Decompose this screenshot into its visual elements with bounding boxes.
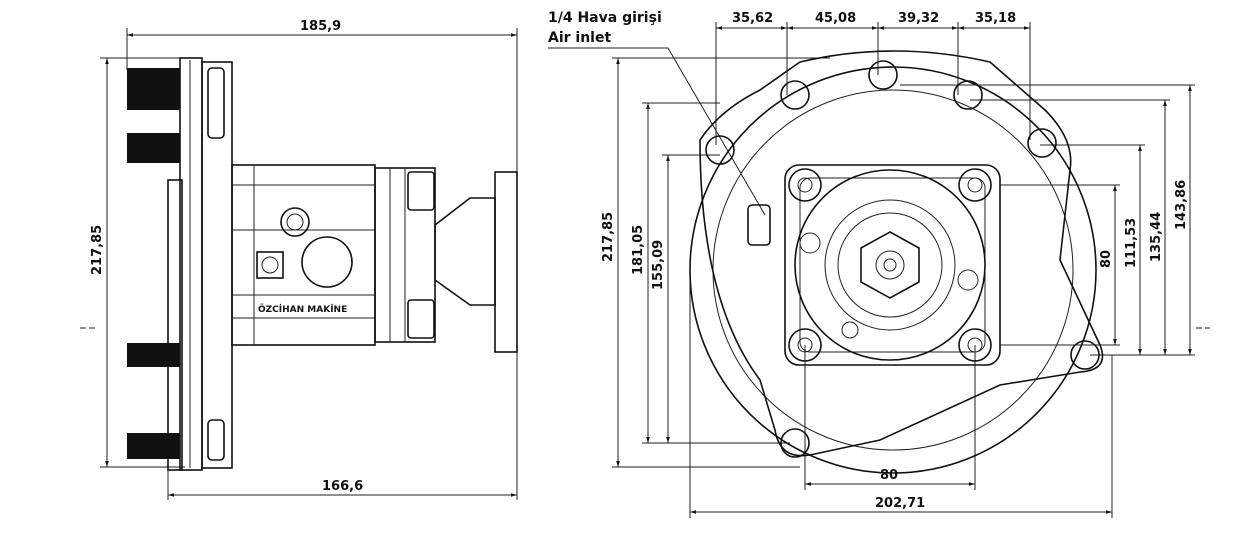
side-view: 185,9 217,85 166,6 ÖZCİHAN MAKİNE [90, 19, 518, 500]
dim-top-2: 45,08 [815, 11, 856, 26]
dim-body-length: 166,6 [322, 479, 363, 494]
square-plate [784, 164, 1001, 366]
flange-holes [705, 60, 1100, 458]
air-inlet-note-tr: 1/4 Hava girişi [548, 10, 662, 26]
dim-left-2: 181,05 [631, 225, 646, 275]
dim-left-3: 155,09 [651, 240, 666, 290]
bolt-hole [868, 60, 898, 90]
bolt-hole [1070, 340, 1100, 370]
air-inlet-note-en: Air inlet [548, 30, 611, 46]
housing-outline [689, 66, 1097, 474]
stud-bolt [127, 343, 180, 367]
coupling-cone [434, 197, 496, 306]
dim-right-3: 135,44 [1149, 212, 1164, 262]
hex-nut [407, 171, 435, 211]
leader-line [548, 47, 766, 216]
dim-top-1: 35,62 [732, 11, 773, 26]
dim-top-3: 39,32 [898, 11, 939, 26]
dim-right-1: 80 [1099, 250, 1114, 268]
stud-bolt [127, 133, 180, 163]
air-fitting [280, 207, 310, 237]
dim-left-1: 217,85 [601, 212, 616, 262]
stud-bolt [127, 433, 180, 459]
dim-top-4: 35,18 [975, 11, 1016, 26]
bolt-hole [1027, 128, 1057, 158]
dim-overall-length: 185,9 [300, 19, 341, 34]
dim-right-2: 111,53 [1124, 218, 1139, 268]
dim-bolt-spacing: 80 [880, 468, 898, 483]
front-view: 1/4 Hava girişi Air inlet 35,62 45,08 39… [80, 10, 1210, 518]
mounting-flange [699, 50, 1104, 457]
sight-port [301, 236, 353, 288]
air-inlet-fitting [747, 204, 771, 246]
dim-overall-height: 217,85 [90, 225, 105, 275]
top-dimensions: 35,62 45,08 39,32 35,18 [715, 11, 1031, 145]
center-hex-nut [860, 231, 920, 299]
bolt-hole [953, 80, 983, 110]
plate-nuts [788, 168, 992, 362]
bottom-dimensions: 80 202,71 [689, 270, 1113, 518]
bolt-hole [705, 135, 735, 165]
mounting-flange [179, 57, 203, 471]
bolt-hole [780, 428, 810, 458]
logo-emblem [256, 251, 284, 279]
brand-label: ÖZCİHAN MAKİNE [258, 304, 347, 315]
stud-bolt [127, 68, 180, 110]
dim-right-4: 143,86 [1174, 180, 1189, 230]
center-hub [794, 169, 986, 361]
right-dimensions: 80 111,53 135,44 143,86 [900, 84, 1195, 356]
dim-overall-width: 202,71 [875, 496, 925, 511]
coupling-disc [494, 171, 518, 353]
bolt-hole [780, 80, 810, 110]
left-dimensions: 217,85 181,05 155,09 [601, 57, 830, 468]
hex-nut [407, 299, 435, 339]
